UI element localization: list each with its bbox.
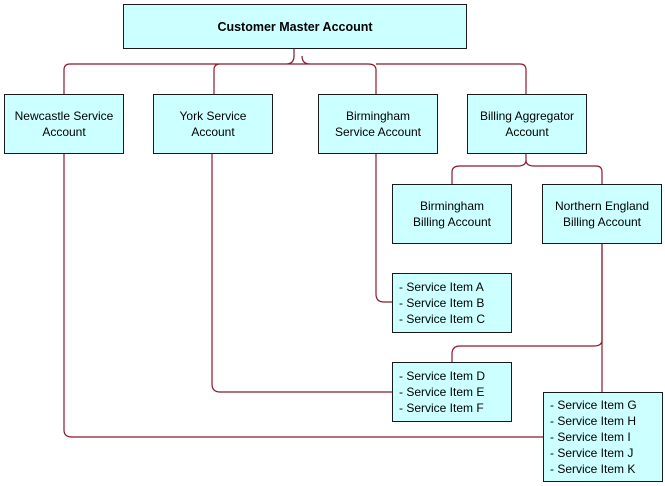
node-label-line: Northern England	[554, 199, 650, 213]
service-items-def-node: - Service Item D - Service Item E - Servic…	[392, 362, 512, 422]
node-label-line: - Service Item D	[399, 369, 486, 383]
node-label-line: York Service	[179, 109, 247, 123]
node-label-line: Customer Master Account	[217, 19, 373, 34]
service-items-abc-node: - Service Item A - Service Item B - Servic…	[392, 273, 512, 333]
node-label-line: - Service Item E	[399, 385, 485, 399]
node-label-line: - Service Item H	[550, 414, 637, 428]
node-label-line: Service Account	[334, 125, 422, 139]
connector-newcastle-to-items-ghijk	[63, 154, 543, 438]
connector-york-to-items-def	[211, 154, 392, 393]
node-label-line: - Service Item K	[550, 462, 636, 476]
connector-master-to-accounts	[63, 48, 527, 94]
node-label-line: Billing Account	[562, 215, 642, 229]
node-label-line: Account	[505, 125, 549, 139]
node-label-line: - Service Item G	[550, 398, 637, 412]
connector-birmingham-to-items-abc	[375, 154, 392, 303]
node-label-line: Billing Aggregator	[479, 109, 575, 123]
node-label-line: - Service Item I	[550, 430, 631, 444]
node-label-line: Account	[191, 125, 235, 139]
node-label-line: Birmingham	[419, 199, 485, 213]
node-label-line: - Service Item F	[399, 401, 484, 415]
customer-master-account-node: Customer Master Account	[123, 4, 467, 49]
node-label-line: - Service Item C	[399, 312, 486, 326]
node-label-line: Billing Account	[412, 215, 492, 229]
node-label-line: Newcastle Service	[14, 109, 114, 123]
node-label-line: Birmingham	[345, 109, 411, 123]
node-label-line: - Service Item A	[399, 280, 484, 294]
node-label-line: Account	[42, 125, 86, 139]
service-items-ghijk-node: - Service Item G - Service Item H - Servic…	[543, 392, 663, 482]
node-label-line: - Service Item B	[399, 296, 485, 310]
node-label-line: - Service Item J	[550, 446, 634, 460]
connector-aggregator-to-billing	[451, 154, 603, 184]
